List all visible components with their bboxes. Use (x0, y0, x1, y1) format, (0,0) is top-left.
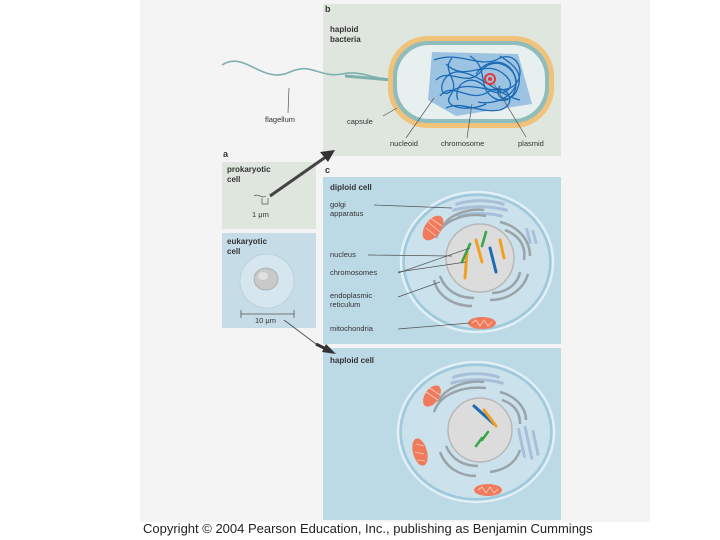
diploid-cell-title: diploid cell (330, 183, 372, 192)
label-golgi-line2: apparatus (330, 209, 364, 218)
prokaryotic-title-line1: prokaryotic (227, 165, 271, 174)
label-plasmid: plasmid (518, 139, 544, 148)
label-chromosomes: chromosomes (330, 268, 378, 277)
panel-c-letter: c (325, 165, 331, 175)
label-flagellum: flagellum (265, 115, 296, 124)
diploid-er (432, 208, 532, 308)
plasmid (484, 73, 496, 85)
eukaryotic-scale-label: 10 μm (255, 316, 276, 325)
haploid-cell-title: haploid cell (330, 356, 375, 365)
flagellum-base (344, 74, 393, 82)
diploid-mitochondria (422, 215, 496, 329)
eukaryotic-scale-bar (240, 310, 295, 318)
panel-b-title-line1: haploid (330, 25, 359, 34)
label-er-line1: endoplasmic (330, 291, 373, 300)
panel-a-letter: a (223, 149, 229, 159)
chromosome-tangle (433, 55, 521, 112)
haploid-er (432, 380, 528, 478)
prokaryotic-scale-bar (253, 194, 269, 205)
arrow-to-panel-c (283, 319, 336, 354)
label-chromosome: chromosome (441, 139, 485, 148)
panel-b-letter: b (325, 4, 331, 14)
diploid-vesicles (524, 227, 538, 245)
prokaryotic-scale-label: 1 μm (252, 210, 269, 219)
haploid-golgi (450, 372, 540, 460)
eukaryotic-title-line2: cell (227, 247, 241, 256)
label-nucleoid: nucleoid (390, 139, 418, 148)
label-er-line2: reticulum (330, 300, 361, 309)
arrow-to-panel-b (269, 150, 335, 198)
flagellum (221, 60, 389, 80)
label-mitochondria: mitochondria (330, 324, 373, 333)
panel-b-title-line2: bacteria (330, 35, 361, 44)
eukaryotic-title-line1: eukaryotic (227, 237, 268, 246)
haploid-mitochondria (412, 385, 502, 496)
copyright-text: Copyright © 2004 Pearson Education, Inc.… (143, 521, 593, 536)
diploid-chromosomes (460, 230, 506, 280)
label-nucleus: nucleus (330, 250, 356, 259)
haploid-nucleus (447, 397, 513, 463)
prokaryotic-title-line2: cell (227, 175, 241, 184)
label-golgi-line1: golgi (330, 200, 346, 209)
haploid-chromosomes (472, 404, 498, 448)
label-capsule: capsule (347, 117, 373, 126)
